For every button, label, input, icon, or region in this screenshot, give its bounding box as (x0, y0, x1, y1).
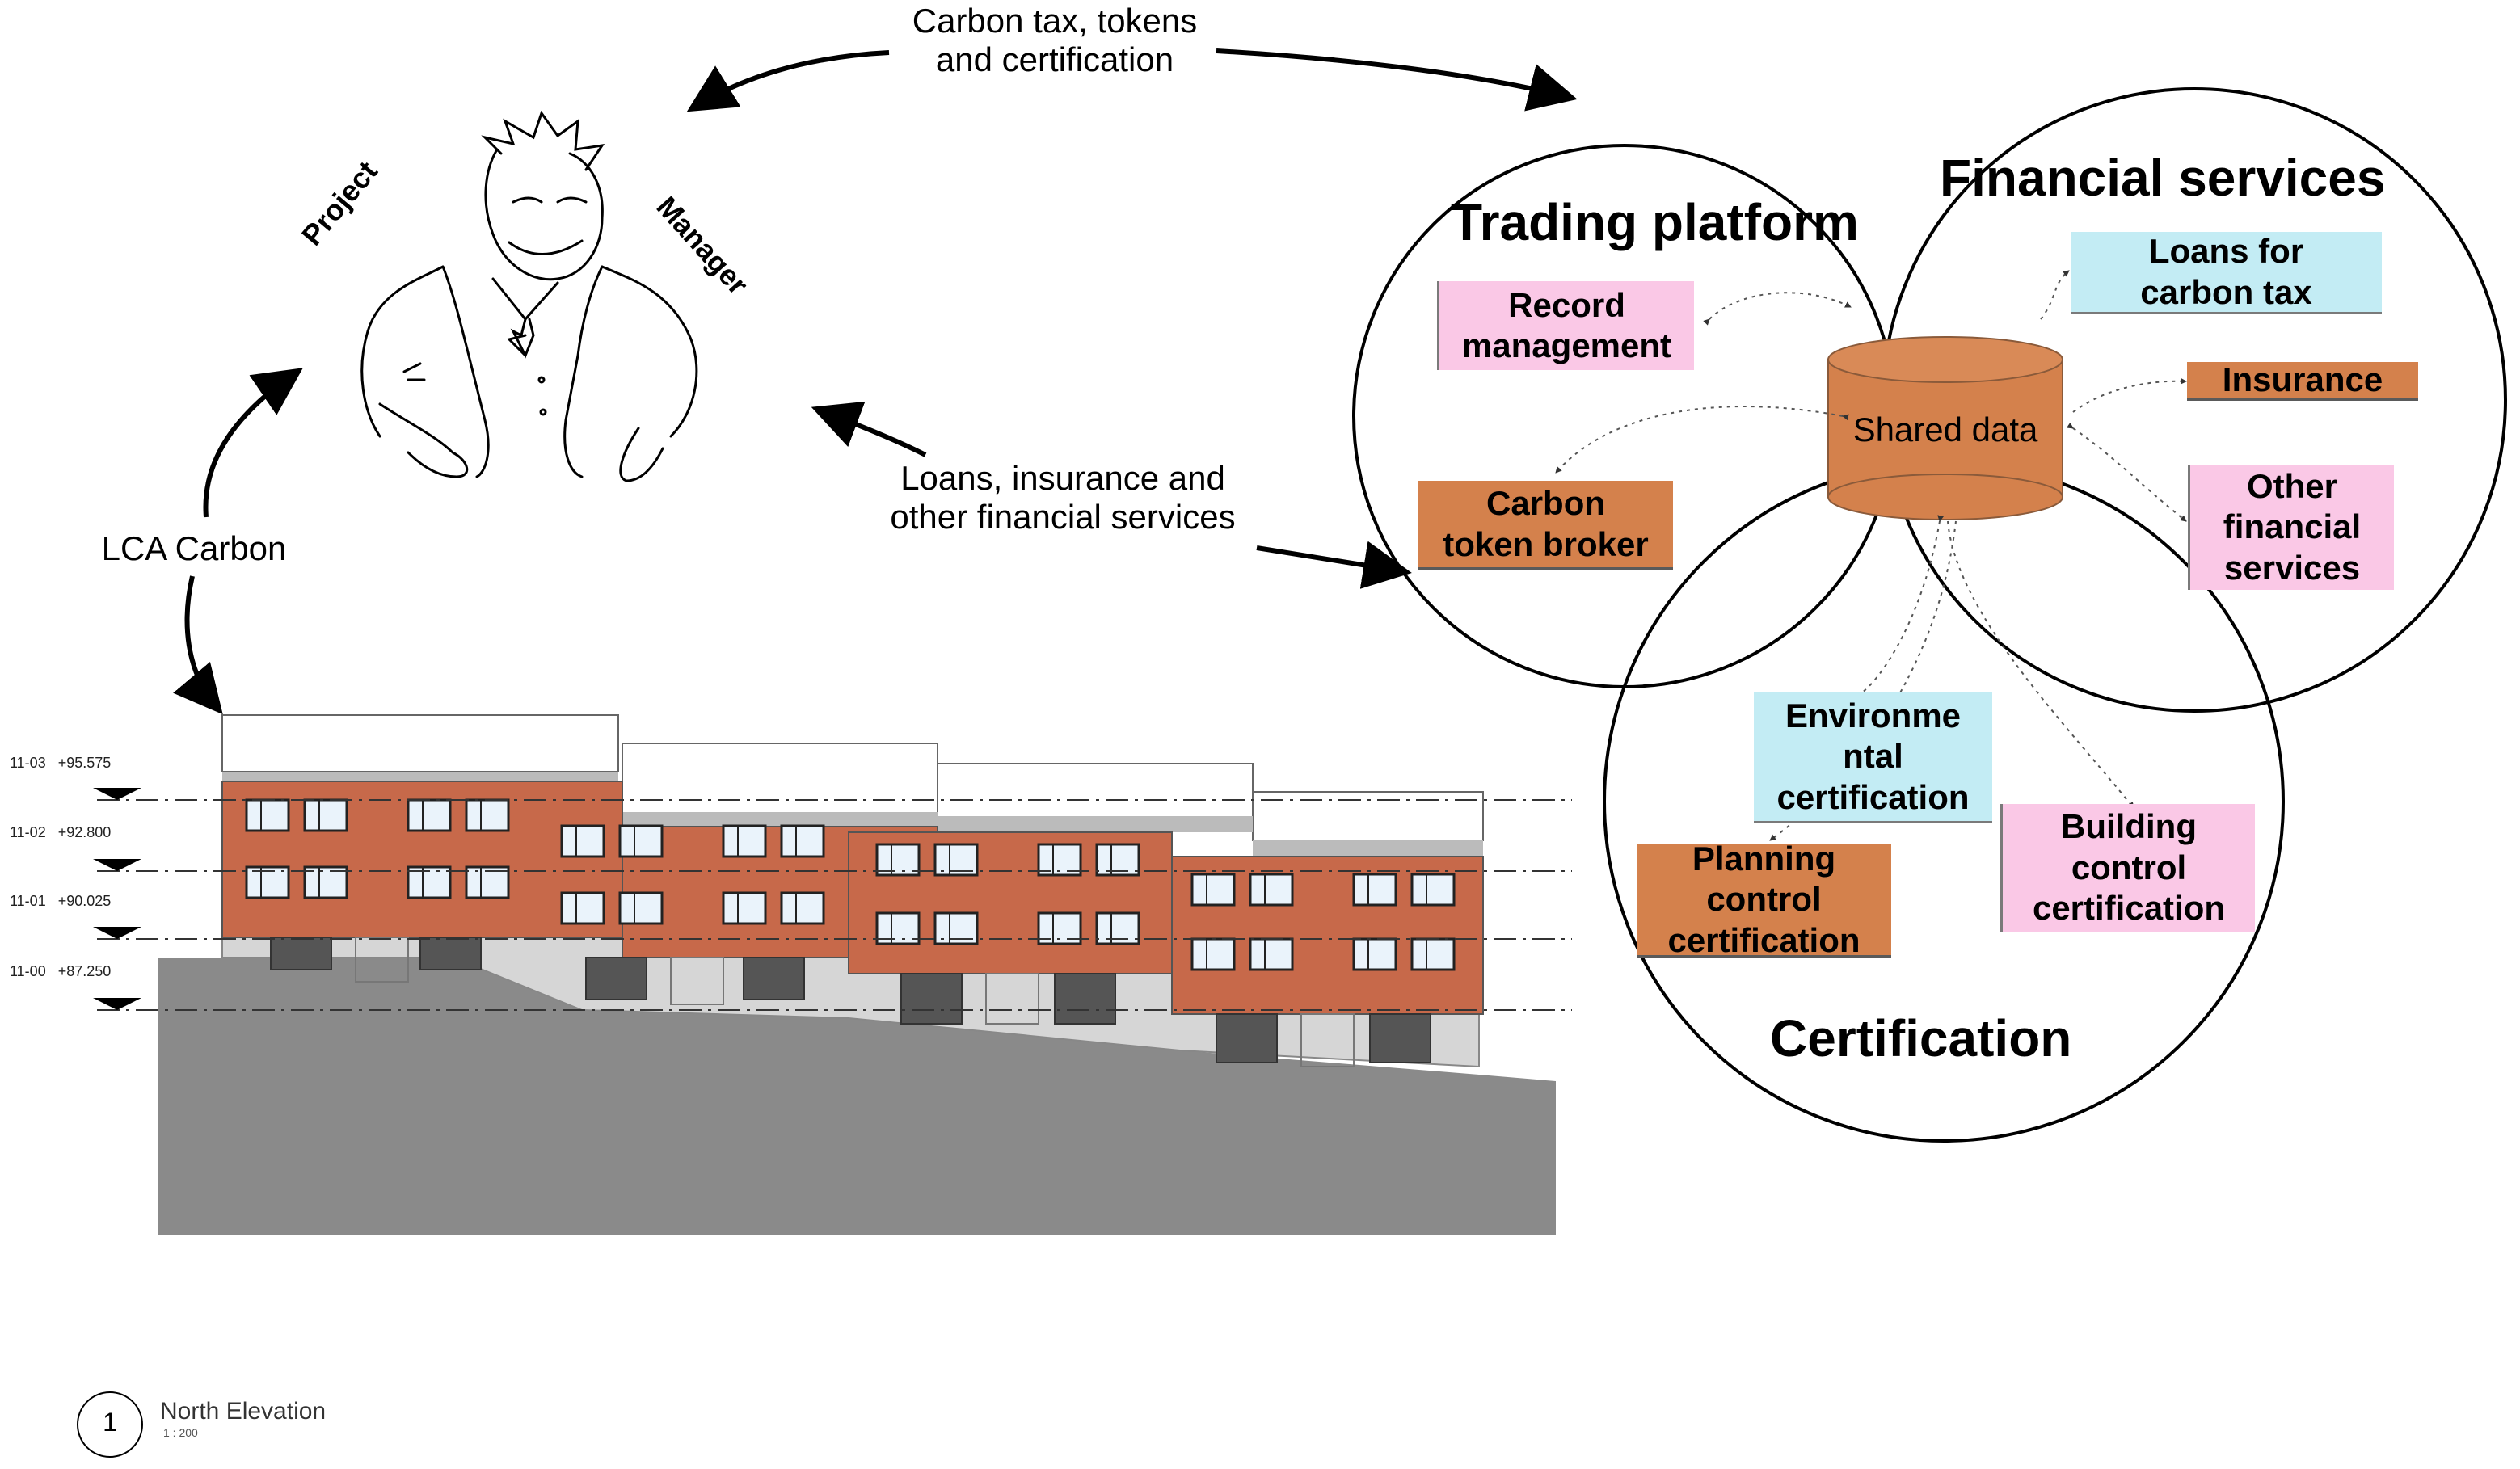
certification-title: Certification (1770, 1009, 2072, 1067)
level-label-11-03: 11-03 +95.575 (10, 755, 112, 771)
ground-terrain (158, 958, 1556, 1235)
planning-cert-line-3: certification (1667, 920, 1861, 959)
building-elevation (77, 714, 1572, 1458)
flow-arrows (173, 48, 1578, 715)
level-label-11-00: 11-00 +87.250 (10, 963, 112, 979)
window (407, 865, 452, 899)
shared-data-label: Shared data (1852, 410, 2038, 448)
arrow-top-left (686, 50, 890, 112)
window (933, 843, 979, 877)
environmental-cert-line-2: ntal (1843, 737, 1903, 776)
loans-carbon-tax-line-1: Loans for (2148, 232, 2304, 271)
window (1095, 843, 1140, 877)
other-financial-line-1: Other (2246, 466, 2337, 505)
window (780, 891, 825, 925)
window (722, 824, 767, 858)
level-label-11-01: 11-01 +90.025 (10, 893, 112, 909)
other-financial-line-3: services (2223, 548, 2361, 587)
window (618, 891, 664, 925)
carbon-token-broker-line-2: token broker (1443, 524, 1649, 563)
window (560, 824, 605, 858)
middle-arrow-label: Loans, insurance and other financial ser… (841, 459, 1285, 537)
window (407, 798, 452, 832)
window (560, 891, 605, 925)
lca-carbon-label: LCA Carbon (101, 529, 287, 567)
window (1249, 937, 1294, 971)
top-arrow-label-line-1: Carbon tax, tokens (912, 2, 1198, 40)
window (1410, 937, 1456, 971)
window (303, 798, 348, 832)
planning-cert-line-2: control (1706, 880, 1822, 919)
record-management-line-2: management (1461, 326, 1672, 364)
other-financial-line-2: financial (2223, 507, 2362, 546)
window (780, 824, 825, 858)
middle-arrow-label-line-2: other financial services (890, 498, 1236, 537)
window (465, 865, 510, 899)
window (1190, 873, 1236, 907)
trading-platform-title: Trading platform (1451, 193, 1859, 251)
record-management-line-1: Record (1508, 285, 1625, 324)
arrow-mid-right (1256, 541, 1412, 589)
view-number: 1 (103, 1408, 117, 1437)
roof-block-2 (622, 743, 938, 817)
level-label-11-02: 11-02 +92.800 (10, 824, 112, 840)
window (465, 798, 510, 832)
window (303, 865, 348, 899)
window (875, 843, 921, 877)
environmental-cert-line-3: certification (1776, 777, 1970, 816)
view-name: North Elevation (160, 1398, 327, 1425)
window (1352, 937, 1397, 971)
window (1410, 873, 1456, 907)
roof-block-1 (221, 714, 619, 772)
middle-arrow-label-line-1: Loans, insurance and (900, 459, 1225, 497)
arrow-top-right (1216, 48, 1578, 112)
view-scale: 1 : 200 (163, 1426, 198, 1439)
insurance-box: Insurance (2187, 360, 2418, 401)
window (245, 798, 290, 832)
window (722, 891, 767, 925)
window (1352, 873, 1397, 907)
arrow-mid-left (811, 401, 927, 457)
arrow-lca-up (203, 368, 303, 518)
view-number-circle (77, 1391, 143, 1458)
window (1190, 937, 1236, 971)
building-cert-line-1: Building (2061, 807, 2197, 846)
top-arrow-label-line-2: and certification (935, 40, 1174, 79)
roof-block-3 (937, 763, 1254, 821)
planning-cert-line-1: Planning (1692, 839, 1836, 878)
top-arrow-label: Carbon tax, tokens and certification (841, 2, 1269, 80)
arrow-lca-down (173, 575, 223, 715)
window (618, 824, 664, 858)
window (1249, 873, 1294, 907)
window (1037, 843, 1082, 877)
environmental-cert-line-1: Environme (1785, 696, 1962, 734)
project-manager-sketch (360, 110, 698, 482)
loans-carbon-tax-line-2: carbon tax (2140, 272, 2312, 311)
building-cert-line-3: certification (2032, 889, 2226, 928)
carbon-token-broker-line-1: Carbon (1486, 484, 1605, 523)
building-cert-line-2: control (2071, 848, 2187, 886)
window (245, 865, 290, 899)
financial-services-title: Financial services (1940, 149, 2386, 207)
